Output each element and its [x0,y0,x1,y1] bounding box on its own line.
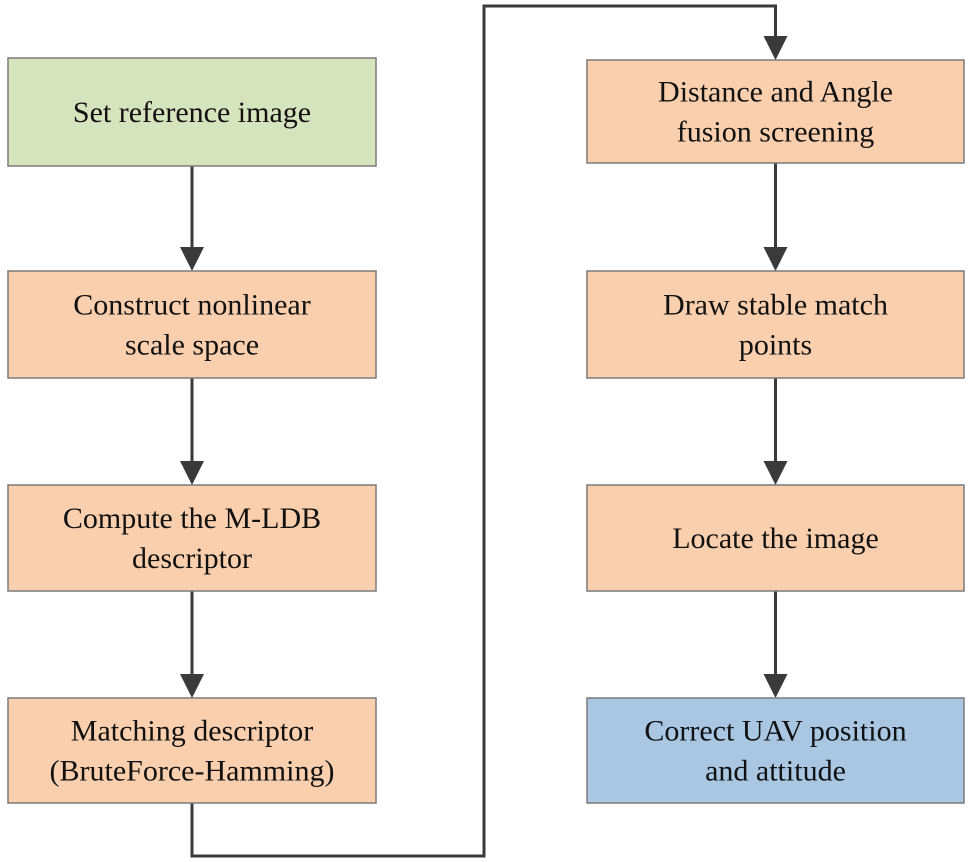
node-locate-the-image: Locate the image [586,484,965,592]
node-label: Compute the M-LDB [63,502,321,535]
arrowhead [763,674,788,698]
node-distance-angle-fusion-screening: Distance and Angle fusion screening [586,59,965,164]
edge-locate-the-image-to-correct-uav-position-attitude [763,591,788,698]
node-label: scale space [125,329,259,362]
node-label: fusion screening [677,116,874,149]
node-construct-nonlinear-scale-space: Construct nonlinear scale space [7,270,377,379]
edge-compute-mldb-descriptor-to-matching-descriptor [180,591,204,698]
node-draw-stable-match-points: Draw stable match points [586,270,965,379]
node-box [7,697,377,804]
edge-line [190,4,777,858]
edge-distance-angle-fusion-screening-to-draw-stable-match-points [763,163,788,271]
node-label: Matching descriptor [71,715,313,748]
arrowhead [180,461,204,485]
arrowhead [763,36,788,60]
node-compute-mldb-descriptor: Compute the M-LDB descriptor [7,484,377,592]
edge-set-reference-image-to-construct-nonlinear-scale-space [180,166,204,271]
node-correct-uav-position-attitude: Correct UAV position and attitude [586,697,965,804]
node-box [7,484,377,592]
node-box [586,484,965,592]
node-box [7,270,377,379]
arrowhead [180,674,204,698]
edge-matching-descriptor-to-distance-angle-fusion-screening [190,4,788,858]
edge-construct-nonlinear-scale-space-to-compute-mldb-descriptor [180,378,204,485]
node-box [586,59,965,164]
node-label: (BruteForce-Hamming) [50,755,335,788]
arrowhead [180,247,204,271]
node-box [7,57,377,167]
node-label: Locate the image [672,522,879,555]
node-label: Set reference image [73,96,311,129]
node-label: Distance and Angle [658,76,893,109]
edges [180,4,788,858]
node-label: and attitude [705,755,846,788]
node-box [586,270,965,379]
arrowhead [763,247,788,271]
node-box [586,697,965,804]
node-matching-descriptor: Matching descriptor (BruteForce-Hamming) [7,697,377,804]
node-label: Correct UAV position [644,715,906,748]
node-label: descriptor [132,542,252,575]
node-label: points [739,329,812,362]
edge-draw-stable-match-points-to-locate-the-image [763,378,788,485]
node-label: Draw stable match [663,289,888,322]
node-label: Construct nonlinear [73,289,310,322]
node-set-reference-image: Set reference image [7,57,377,167]
arrowhead [763,461,788,485]
